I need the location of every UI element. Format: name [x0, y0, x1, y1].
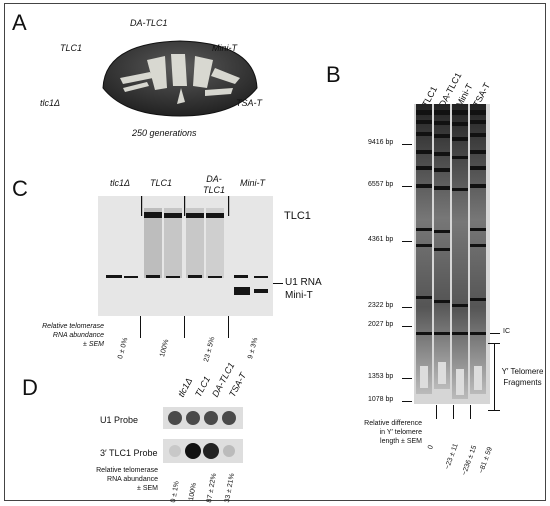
panel-c-abundance-label: Relative telomerase RNA abundance ± SEM	[42, 323, 104, 348]
panel-b-bracket-bottom	[488, 410, 500, 412]
panel-c-col-mini-t: Mini-T	[240, 178, 265, 188]
panel-a-caption: 250 generations	[132, 128, 197, 138]
panel-c-label-tlc1: TLC1	[284, 210, 311, 222]
panel-c-col-tlc1-delta: tlc1Δ	[110, 178, 131, 188]
panel-b-tick-9416	[402, 144, 412, 146]
panel-b-tick-2027	[402, 326, 412, 328]
panel-b-lane-tick-1	[436, 405, 438, 419]
panel-b-marker-2027: 2027 bp	[368, 321, 394, 328]
panel-b-gel	[414, 104, 490, 404]
panel-b-tick-4361	[402, 241, 412, 243]
panel-b-ic-label: IC	[503, 328, 510, 335]
panel-b-marker-2322: 2322 bp	[368, 302, 394, 309]
panel-b-tick-1353	[402, 378, 412, 380]
panel-b-marker-9416: 9416 bp	[368, 139, 394, 146]
panel-b-label: B	[326, 62, 341, 87]
panel-b-relative-label: Relative difference in Y′ telomere lengt…	[364, 420, 422, 445]
panel-b-lane-tick-2	[453, 405, 455, 419]
panel-c-label: C	[12, 176, 28, 201]
panel-a-label-tsa-t: TSA-T	[236, 98, 262, 108]
panel-d-label: D	[22, 375, 38, 400]
panel-c-u1-tick	[273, 283, 283, 285]
panel-a-label-tlc1: TLC1	[60, 43, 83, 53]
panel-c-label-mini-t: Mini-T	[285, 290, 313, 301]
panel-a-label-tlc1-delta: tlc1Δ	[40, 98, 61, 108]
panel-b-tick-2322	[402, 307, 412, 309]
panel-b-ic-tick	[490, 333, 500, 335]
panel-c-col-da-tlc1: DA-TLC1	[202, 174, 225, 195]
panel-b-tick-6557	[402, 186, 412, 188]
panel-b-marker-1078: 1078 bp	[368, 396, 394, 403]
panel-d-abundance-label: Relative telomerase RNA abundance ± SEM	[96, 467, 158, 492]
panel-a-label-mini-t: Mini-T	[212, 43, 237, 53]
panel-d-row-u1: U1 Probe	[100, 415, 139, 425]
panel-b-marker-1353: 1353 bp	[368, 373, 394, 380]
panel-b-bracket-side	[494, 343, 496, 411]
panel-c-lane-tick-3	[228, 316, 230, 338]
panel-c-col-tlc1: TLC1	[150, 178, 173, 188]
panel-b-bracket-label: Y′ Telomere Fragments	[501, 367, 544, 387]
panel-a-plate	[102, 40, 258, 117]
panel-b-marker-6557: 6557 bp	[368, 181, 394, 188]
panel-a-label-da-tlc1: DA-TLC1	[130, 18, 168, 28]
panel-a-label: A	[12, 10, 27, 35]
panel-c-lane-tick-1	[140, 316, 142, 338]
panel-d-row-tlc1: 3′ TLC1 Probe	[100, 448, 158, 458]
panel-c-lane-tick-2	[184, 316, 186, 338]
panel-b-tick-1078	[402, 401, 412, 403]
panel-c-label-u1: U1 RNA	[285, 277, 322, 288]
panel-b-marker-4361: 4361 bp	[368, 236, 394, 243]
panel-d-blot	[163, 407, 243, 463]
panel-b-lane-tick-3	[470, 405, 472, 419]
panel-c-gel	[98, 196, 273, 316]
